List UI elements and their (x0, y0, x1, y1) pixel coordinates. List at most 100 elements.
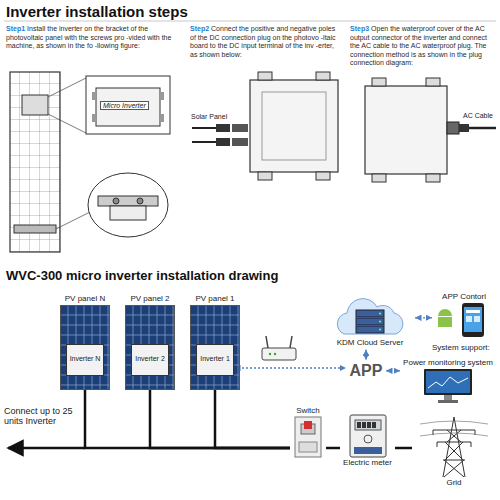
drawing-rect (262, 348, 296, 360)
drawing-rect (216, 124, 230, 132)
drawing-rect (365, 86, 447, 174)
drawing-svg (434, 302, 494, 338)
drawing-rect (160, 114, 164, 122)
drawing-svg (422, 368, 474, 404)
drawing-line (61, 314, 109, 315)
drawing-rect (126, 305, 175, 389)
node-text: PV panel 1 (195, 294, 234, 304)
drawing-line (61, 324, 109, 325)
data-link (365, 350, 366, 360)
drawing-path (420, 421, 488, 424)
drawing-rect (447, 122, 459, 134)
drawing-path (433, 430, 475, 447)
step-description: Connect the positive and negative poles … (190, 25, 336, 58)
drawing-rect (86, 76, 170, 134)
drawing-circle (113, 198, 119, 204)
drawing-line (108, 306, 109, 389)
switch-box-icon (293, 416, 323, 458)
node-text: Inverter N (70, 355, 101, 363)
grid-tower-icon (419, 416, 489, 478)
drawing-rect (295, 417, 321, 457)
node-text: APP (350, 362, 383, 380)
drawing-line (126, 384, 174, 385)
drawing-rect (232, 138, 248, 146)
drawing-rect (22, 95, 48, 115)
drawing-svg (293, 416, 323, 458)
grid-tower: Grid (412, 414, 496, 490)
drawing-rect (444, 395, 452, 400)
drawing-path (433, 417, 475, 477)
micro-inverter: Inverter N (66, 344, 104, 376)
drawing-line (4, 21, 496, 22)
section-heading: WVC-300 micro inverter installation draw… (6, 268, 278, 283)
drawing-rect (372, 78, 386, 86)
drawing-path (438, 309, 452, 316)
drawing-line (61, 334, 109, 335)
drawing-rect (250, 80, 338, 172)
data-link (386, 370, 400, 371)
data-link (234, 367, 346, 368)
drawing-rect (438, 400, 458, 403)
drawing-line (8, 447, 85, 450)
drawing-rect (160, 92, 164, 100)
drawing-line (126, 314, 174, 315)
drawing-line (126, 334, 174, 335)
drawing-line (191, 334, 239, 335)
power-wire (395, 447, 412, 450)
cloud-server: KDM Cloud Server (325, 296, 415, 350)
drawing-path (428, 377, 468, 388)
drawing-svg (330, 298, 410, 338)
drawing-g (191, 306, 239, 389)
step-description: Install the inverter on the bracket of t… (6, 25, 171, 49)
step-text: Step2Connect the positive and negative p… (190, 25, 342, 59)
drawing-rect (466, 316, 472, 322)
note-label: System support: (432, 343, 490, 352)
micro-inverter: Inverter 1 (196, 344, 234, 376)
node-text: KDM Cloud Server (337, 338, 404, 348)
micro-inverter: Inverter 2 (131, 344, 169, 376)
drawing-rect (474, 316, 480, 322)
pv-panel: PV panel 1 Inverter 1 (190, 294, 240, 390)
drawing-g (126, 306, 174, 389)
drawing-ellipse (88, 173, 168, 237)
phone-app-icon (434, 302, 494, 338)
drawing-rect (216, 138, 230, 146)
drawing-circle (269, 353, 271, 355)
drawing-svg (348, 414, 388, 458)
drawing-rect (299, 442, 317, 452)
node-text: PV panel N (65, 294, 105, 304)
drawing-rect (98, 196, 158, 206)
drawing-line (191, 384, 239, 385)
drawing-rect (356, 310, 384, 317)
note-label: Connect up to 25 units Inverter (4, 406, 82, 427)
drawing-rect (362, 422, 366, 428)
node-text: Grid (446, 478, 461, 488)
drawing-rect (464, 307, 482, 332)
drawing-line (126, 324, 174, 325)
step-number: Step2 (190, 25, 209, 32)
step-text: Step1Install the inverter on the bracket… (6, 25, 172, 51)
drawing-g (61, 306, 109, 389)
drawing-rect (372, 174, 386, 182)
drawing-rect (92, 92, 96, 100)
drawing-g (420, 417, 488, 477)
drawing-path (420, 433, 488, 436)
step-number: Step3 (350, 25, 369, 32)
drawing-rect (354, 447, 382, 454)
drawing-circle (379, 313, 381, 315)
node-text: Inverter 2 (135, 355, 165, 363)
drawing-rect (459, 124, 469, 132)
drawing-circle (274, 353, 276, 355)
drawing-circle (379, 329, 381, 331)
drawing-circle (379, 321, 381, 323)
node-text: APP Contorl (442, 292, 486, 302)
drawing-line (238, 306, 239, 389)
part-label: Solar Panel (190, 113, 228, 120)
app-label-box: APP (346, 360, 386, 382)
node-text: Power monitoring system (403, 358, 493, 368)
power-wire (85, 376, 290, 448)
drawing-rect (92, 114, 96, 122)
step-text: Step3Open the waterproof cover of the AC… (350, 25, 496, 68)
drawing-rect (258, 172, 272, 180)
